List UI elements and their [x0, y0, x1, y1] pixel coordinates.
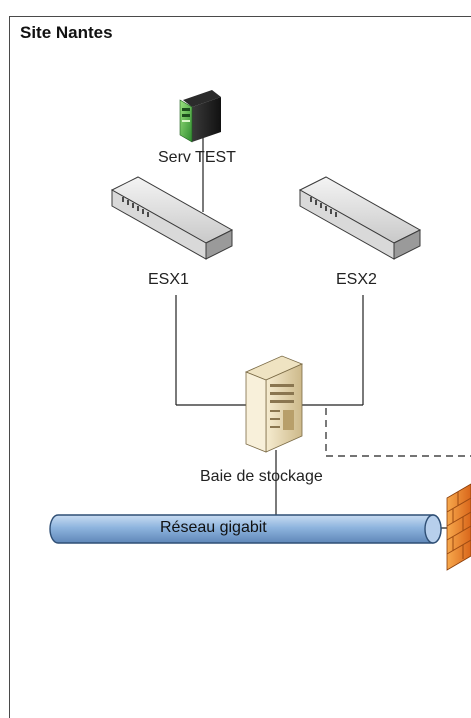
site-title: Site Nantes — [20, 23, 113, 42]
connections — [175, 130, 471, 529]
network-switch-icon — [298, 176, 422, 260]
link-dashed-firewall — [325, 408, 471, 457]
site-frame — [9, 16, 471, 718]
server-tower-icon — [179, 90, 221, 143]
esx2-label: ESX2 — [336, 271, 377, 288]
network-pipe-icon — [49, 514, 442, 544]
storage-label: Baie de stockage — [200, 468, 323, 485]
network-switch-icon — [110, 176, 234, 260]
serv-test-label: Serv TEST — [158, 149, 236, 166]
storage-server-icon — [244, 355, 304, 453]
network-label: Réseau gigabit — [160, 519, 267, 536]
firewall-icon — [446, 483, 471, 571]
esx1-label: ESX1 — [148, 271, 189, 288]
